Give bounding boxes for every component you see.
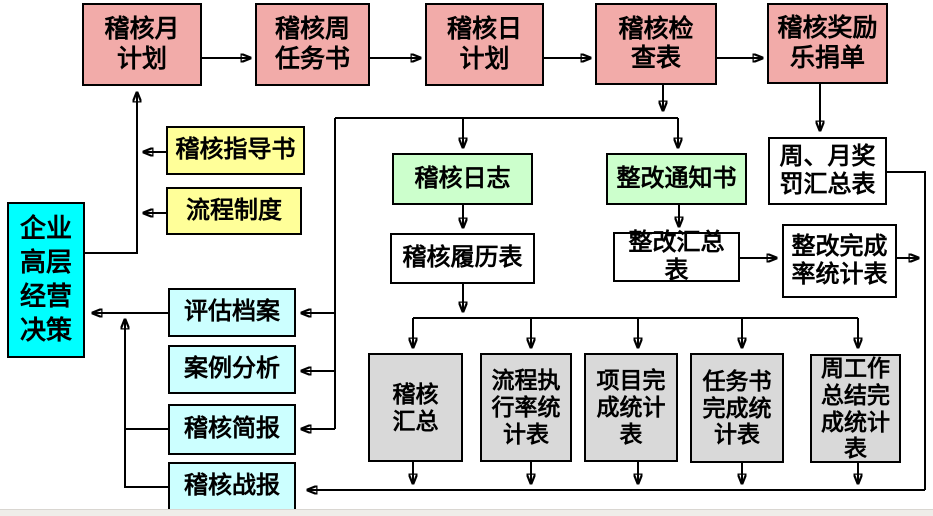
node-audit-history-table: 稽核履历表	[390, 233, 535, 284]
node-audit-briefing: 稽核简报	[168, 404, 296, 455]
rail-right-vertical	[887, 171, 926, 490]
node-audit-checklist: 稽核检 查表	[595, 3, 717, 85]
node-weekly-monthly-reward-summary: 周、月奖 罚汇总表	[768, 137, 887, 205]
node-audit-reward-donation: 稽核奖励 乐捐单	[767, 3, 888, 84]
node-audit-battle-report: 稽核战报	[168, 462, 296, 511]
node-rectification-notice: 整改通知书	[606, 153, 747, 205]
node-case-analysis: 案例分析	[168, 345, 296, 394]
node-rectification-summary: 整改汇总 表	[613, 229, 740, 284]
connector-decision-to-monthly	[85, 93, 137, 254]
node-weekly-summary-completion: 周工作 总结完 成统计 表	[810, 354, 901, 463]
node-audit-log: 稽核日志	[392, 153, 533, 205]
node-task-completion-stats: 任务书 完成统 计表	[690, 353, 784, 463]
node-evaluation-archive: 评估档案	[168, 288, 296, 337]
node-audit-daily-plan: 稽核日 计划	[425, 3, 544, 86]
node-rectification-completion-rate: 整改完成 率统计表	[782, 224, 897, 298]
bottom-edge-band	[0, 509, 933, 516]
node-audit-monthly-plan: 稽核月 计划	[82, 3, 202, 86]
node-process-execution-rate: 流程执 行率统 计表	[480, 353, 572, 462]
node-corporate-top-decision: 企业 高层 经营 决策	[7, 202, 85, 358]
node-process-rules: 流程制度	[166, 187, 302, 235]
node-audit-guidebook: 稽核指导书	[166, 126, 305, 175]
node-project-completion-stats: 项目完 成统计 表	[584, 353, 678, 462]
node-audit-weekly-task: 稽核周 任务书	[255, 3, 370, 86]
connector-reports-up	[125, 320, 168, 488]
node-audit-summary: 稽核 汇总	[368, 353, 463, 462]
